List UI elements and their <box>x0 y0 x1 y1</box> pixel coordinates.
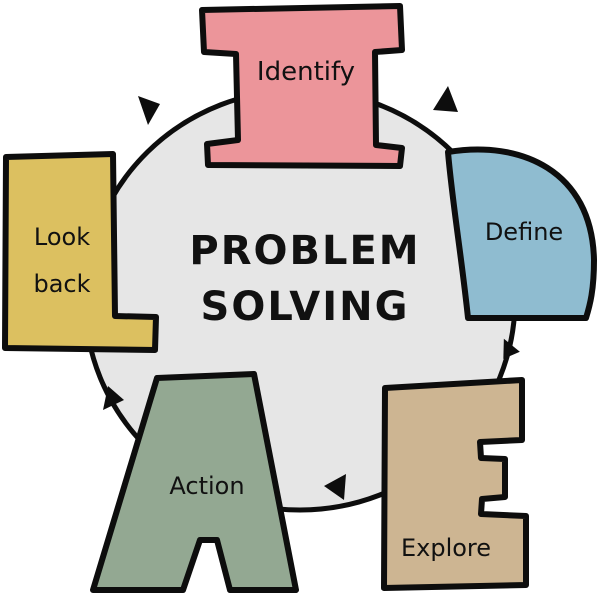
step-explore: Explore <box>381 377 529 591</box>
letter-d-shape <box>445 146 597 321</box>
arrow-icon <box>503 338 520 359</box>
step-action: Action <box>90 371 299 593</box>
step-label-back: back <box>33 270 90 298</box>
arrow-icon <box>138 96 160 125</box>
letter-i-shape <box>199 3 405 169</box>
title-line-2: SOLVING <box>201 284 410 330</box>
title-line-1: PROBLEM <box>189 228 420 274</box>
step-identify: Identify <box>199 3 405 169</box>
letter-l-shape <box>2 151 159 353</box>
step-label-explore: Explore <box>401 534 491 562</box>
step-look-back: Look back <box>2 151 159 353</box>
step-label-identify: Identify <box>257 57 355 87</box>
letter-a-shape <box>90 371 299 593</box>
step-label-define: Define <box>485 218 563 246</box>
arrow-icon <box>324 474 346 500</box>
cycle-arrows <box>103 86 520 500</box>
arrow-icon <box>433 86 458 112</box>
step-label-look: Look <box>34 223 90 251</box>
letter-e-shape <box>381 377 529 591</box>
step-label-action: Action <box>169 472 244 500</box>
step-define: Define <box>445 146 597 321</box>
arrow-icon <box>103 386 124 410</box>
